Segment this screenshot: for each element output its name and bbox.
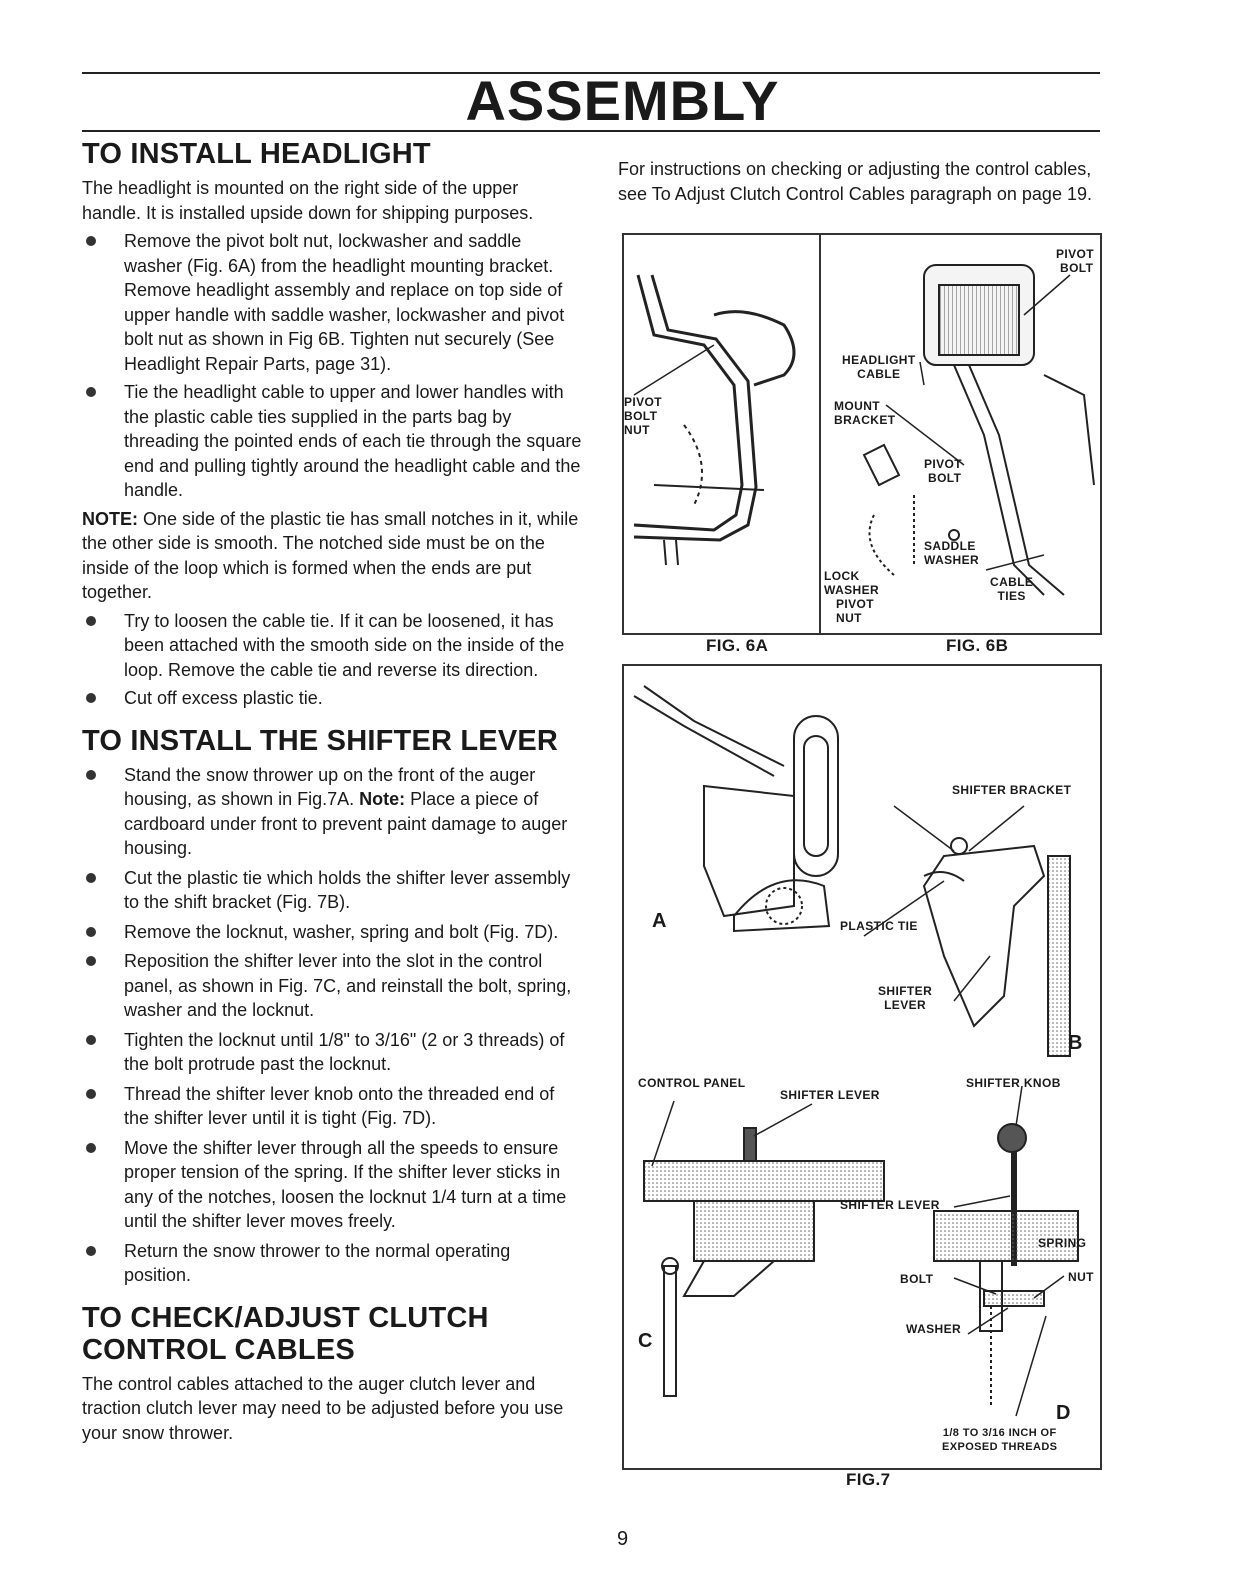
label-line: SHIFTER (878, 984, 933, 998)
fig7c-panel-drawing (643, 1127, 885, 1397)
label-spring: SPRING (1038, 1236, 1087, 1250)
label-line: TIES (997, 589, 1026, 603)
fig7d-knob-drawing (933, 1123, 1079, 1406)
left-column: TO INSTALL HEADLIGHT The headlight is mo… (82, 138, 582, 1445)
label-shifter-bracket: SHIFTER BRACKET (952, 783, 1072, 797)
fig6a-handle-drawing (633, 274, 796, 566)
label-nut-visible: NUT (1068, 1270, 1094, 1284)
list-item: Reposition the shifter lever into the sl… (82, 949, 582, 1023)
top-rule (82, 72, 1100, 74)
fig7b-bracket-drawing (922, 837, 1071, 1057)
label-lock-washer: LOCK WASHER (824, 569, 879, 597)
note-label: Note: (359, 789, 406, 809)
fig7-label-a: A (652, 910, 667, 932)
list-item: Cut off excess plastic tie. (82, 686, 582, 711)
clutch-heading-2: CONTROL CABLES (82, 1333, 355, 1366)
fig7-label-d: D (1056, 1402, 1071, 1424)
label-mount-bracket: MOUNT BRACKET (834, 399, 895, 427)
label-line: LOCK (824, 569, 860, 583)
shifter-heading: TO INSTALL THE SHIFTER LEVER (82, 724, 559, 757)
clutch-text: The control cables attached to the auger… (82, 1373, 564, 1443)
label-line: NUT (836, 611, 862, 625)
label-exposed-threads: 1/8 TO 3/16 INCH OF EXPOSED THREADS (942, 1426, 1057, 1454)
list-item: Tighten the locknut until 1/8" to 3/16" … (82, 1028, 582, 1077)
label-line: CABLE (857, 367, 901, 381)
fig7-label-c: C (638, 1330, 653, 1352)
label-line: 1/8 TO 3/16 INCH OF (942, 1427, 1057, 1439)
label-pivot-bolt-nut: PIVOT BOLT NUT (624, 395, 662, 437)
list-item: Thread the shifter lever knob onto the t… (82, 1082, 582, 1131)
label-pivot-bolt-mid: PIVOT BOLT (924, 457, 962, 485)
label-line: WASHER (824, 583, 880, 597)
label-shifter-lever-d: SHIFTER LEVER (840, 1198, 940, 1212)
label-line: LEVER (884, 998, 927, 1012)
list-item: Stand the snow thrower up on the front o… (82, 763, 582, 861)
label-line: PIVOT (836, 597, 875, 611)
note-text: One side of the plastic tie has small no… (82, 508, 579, 603)
step-text: Stand the snow thrower up on the front o… (124, 764, 536, 810)
label-line: PIVOT (1056, 247, 1095, 261)
fig-6b-caption: FIG. 6B (946, 636, 1009, 655)
label-line: BRACKET (834, 413, 896, 427)
label-line: EXPOSED THREADS (942, 1441, 1058, 1453)
label-line: NUT (624, 423, 650, 437)
right-column: For instructions on checking or adjustin… (618, 157, 1108, 206)
label-line: PIVOT (924, 457, 963, 471)
shifter-steps: Stand the snow thrower up on the front o… (82, 763, 582, 1288)
headlight-note: NOTE: One side of the plastic tie has sm… (82, 507, 582, 605)
headlight-steps-2: Try to loosen the cable tie. If it can b… (82, 609, 582, 711)
page-number: 9 (616, 1528, 629, 1550)
figure-6: PIVOT BOLT NUT PIVOT BOLT HEADLIGHT CABL… (622, 233, 1102, 635)
label-line: CABLE (990, 575, 1034, 589)
label-cable-ties: CABLE TIES (990, 575, 1033, 603)
clutch-continued: For instructions on checking or adjustin… (618, 159, 1092, 204)
label-line: BOLT (624, 409, 658, 423)
label-washer: WASHER (906, 1322, 962, 1336)
label-pivot-nut: PIVOT NUT (836, 597, 874, 625)
list-item: Return the snow thrower to the normal op… (82, 1239, 582, 1288)
fig6b-headlight-drawing (862, 264, 1095, 596)
label-shifter-lever-b: SHIFTER LEVER (878, 984, 932, 1012)
note-label: NOTE: (82, 508, 138, 529)
label-plastic-tie: PLASTIC TIE (840, 919, 918, 933)
label-line: MOUNT (834, 399, 880, 413)
label-shifter-knob: SHIFTER KNOB (966, 1076, 1061, 1090)
headlight-steps: Remove the pivot bolt nut, lockwasher an… (82, 229, 582, 503)
list-item: Move the shifter lever through all the s… (82, 1136, 582, 1234)
page-title: ASSEMBLY (465, 69, 780, 132)
title-underline (82, 130, 1100, 132)
note-text: Place a piece of cardboard under front t… (124, 789, 568, 858)
label-line: PIVOT (624, 395, 663, 409)
label-pivot-bolt-top: PIVOT BOLT (1056, 247, 1094, 275)
fig7-label-b: B (1068, 1032, 1083, 1054)
headlight-intro: The headlight is mounted on the right si… (82, 178, 534, 223)
clutch-heading-1: TO CHECK/ADJUST CLUTCH (82, 1301, 489, 1334)
fig-7-caption: FIG.7 (846, 1470, 891, 1489)
label-line: WASHER (924, 553, 980, 567)
label-control-panel: CONTROL PANEL (638, 1076, 746, 1090)
label-line: HEADLIGHT (842, 353, 916, 367)
list-item: Try to loosen the cable tie. If it can b… (82, 609, 582, 683)
fig-6a-caption: FIG. 6A (706, 636, 769, 655)
list-item: Remove the locknut, washer, spring and b… (82, 920, 582, 945)
label-saddle-washer: SADDLE WASHER (924, 539, 979, 567)
label-line: SADDLE (924, 539, 976, 553)
label-line: BOLT (1060, 261, 1094, 275)
figure-7: A B C D SHIFTER BRACKET PLASTIC TIE SHIF… (622, 664, 1102, 1470)
figure-6-drawing (633, 235, 1095, 633)
list-item: Remove the pivot bolt nut, lockwasher an… (82, 229, 582, 376)
label-line: BOLT (928, 471, 962, 485)
headlight-heading: TO INSTALL HEADLIGHT (82, 138, 431, 170)
fig7a-snowthrower-drawing (633, 685, 839, 933)
label-headlight-cable: HEADLIGHT CABLE (842, 353, 916, 381)
list-item: Tie the headlight cable to upper and low… (82, 380, 582, 503)
label-bolt: BOLT (900, 1272, 934, 1286)
figure-7-drawing (633, 685, 1079, 1417)
list-item: Cut the plastic tie which holds the shif… (82, 866, 582, 915)
label-shifter-lever-c: SHIFTER LEVER (780, 1088, 880, 1102)
